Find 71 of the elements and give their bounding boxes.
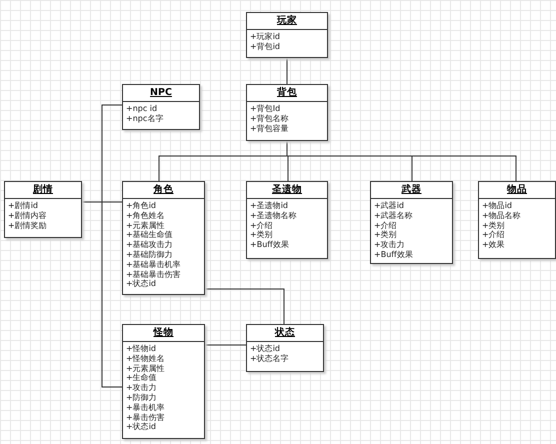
attribute-text: +圣遗物名称 [250,210,298,221]
attribute-text: +攻击力 [126,383,158,393]
class-name: 状态 [275,327,295,338]
attribute-text: +背包名称 [250,114,290,124]
attribute-text: +Buff效果 [374,250,414,260]
class-box [122,181,205,295]
class-name: NPC [150,87,172,98]
attribute-text: +武器id [374,201,406,211]
connector-line [204,288,284,324]
attribute-text: +基础生命值 [126,230,174,240]
class-name: 武器 [402,184,422,195]
attribute-text: +暴击机率 [126,402,166,413]
attribute-text: +npc名字 [126,114,164,124]
connector-line [286,58,288,84]
attribute-text: +效果 [482,240,506,250]
attribute-text: +怪物姓名 [126,354,166,364]
attribute-text: +背包容量 [250,124,290,134]
attribute-text: +物品id [482,201,514,211]
attribute-text: +介绍 [374,220,398,230]
attribute-text: +圣遗物id [250,201,290,211]
class-box [370,181,453,264]
class-name: 玩家 [277,15,297,26]
connector-line [204,344,246,346]
attribute-text: +玩家id [250,32,282,42]
attribute-text: +类别 [250,230,274,240]
class-box [246,324,324,372]
attribute-text: +生命值 [126,373,158,384]
attribute-text: +角色姓名 [126,210,166,221]
attribute-text: +防御力 [126,392,158,403]
attribute-text: +暴击伤害 [126,412,166,422]
attribute-text: +类别 [482,220,506,230]
class-name: 怪物 [154,327,174,338]
attribute-text: +剧情id [8,201,38,211]
attribute-text: +剧情内容 [8,210,48,221]
class-box [122,324,205,439]
attribute-text: +状态id [126,422,158,432]
class-box [246,181,328,259]
class-name: 背包 [277,87,297,98]
attribute-text: +怪物id [126,344,158,354]
attribute-text: +攻击力 [374,240,406,250]
attribute-text: +基础攻击力 [126,240,174,250]
attribute-text: +元素属性 [126,220,166,230]
class-box [478,181,556,259]
attribute-text: +武器名称 [374,210,414,221]
attribute-text: +剧情奖励 [8,220,48,230]
attribute-text: +介绍 [250,220,274,230]
class-name: 圣遗物 [272,184,302,195]
attribute-text: +npc id [126,104,158,114]
attribute-text: +状态名字 [250,354,290,364]
connector-line [102,104,122,388]
class-box [4,181,82,238]
attribute-text: +介绍 [482,230,506,240]
class-name: 剧情 [33,184,53,195]
attribute-text: +状态id [126,279,158,290]
class-box [122,84,200,130]
connector-line [286,140,516,182]
class-name: 角色 [154,184,174,195]
class-box [246,12,328,58]
attribute-text: +类别 [374,230,398,240]
attribute-text: +Buff效果 [250,240,290,250]
attribute-text: +状态id [250,344,282,354]
class-box [246,84,328,141]
class-name: 物品 [507,184,527,195]
attribute-text: +元素属性 [126,364,166,373]
attribute-text: +背包Id [250,104,282,114]
attribute-text: +基础暴击机率 [126,260,182,270]
attribute-text: +背包id [250,42,282,52]
attribute-text: +基础暴击伤害 [126,270,182,279]
attribute-text: +物品名称 [482,210,522,221]
attribute-text: +角色id [126,201,158,211]
attribute-text: +基础防御力 [126,250,174,260]
